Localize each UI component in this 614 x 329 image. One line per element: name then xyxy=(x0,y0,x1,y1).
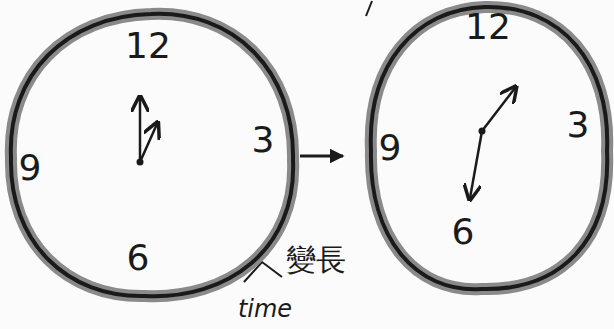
clock-number: 9 xyxy=(19,150,42,186)
clock-number: 12 xyxy=(125,28,171,64)
clock-number: 6 xyxy=(452,214,475,250)
annotation-text: 變長 xyxy=(286,245,346,275)
clock-number: 12 xyxy=(465,9,511,45)
minute-hand xyxy=(139,98,142,162)
clock-face: 12 3 6 9 xyxy=(365,3,612,297)
hour-hand xyxy=(482,88,515,131)
clock-number: 6 xyxy=(127,240,150,276)
clock-face: 12 3 6 9 xyxy=(5,10,298,302)
stray-mark xyxy=(366,1,372,16)
clock-number: 3 xyxy=(252,122,275,158)
clock-number: 3 xyxy=(567,107,590,143)
clock-number: 9 xyxy=(379,130,402,166)
minute-hand xyxy=(470,131,482,198)
clock-center xyxy=(479,128,486,135)
transition-arrow xyxy=(300,155,343,158)
annotation-word: time xyxy=(238,297,292,321)
clock-outline xyxy=(365,3,612,297)
clock-center xyxy=(137,159,144,166)
hour-hand xyxy=(140,124,157,162)
